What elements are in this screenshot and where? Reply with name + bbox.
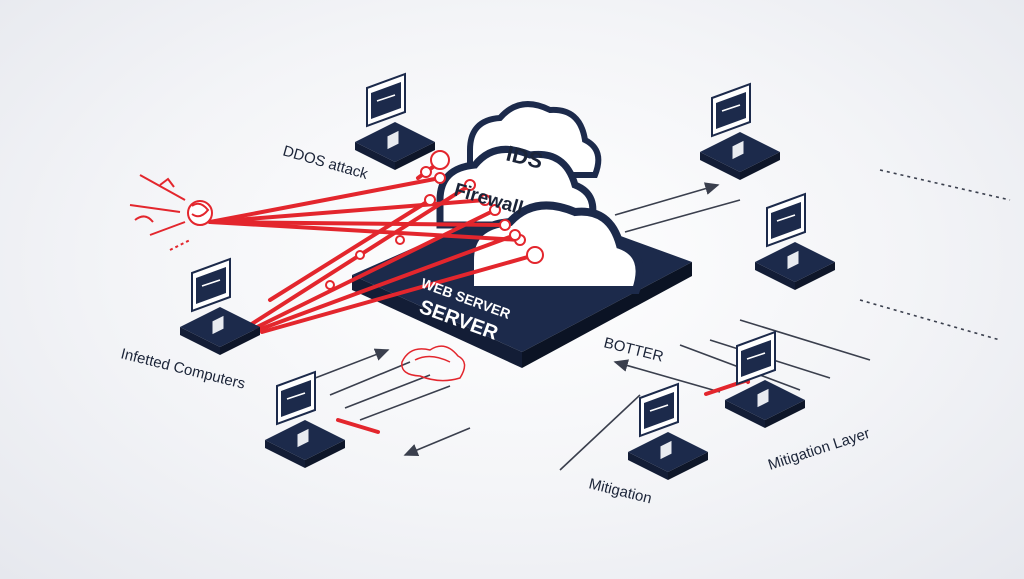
infected-computers-label: Infetted Computers: [119, 345, 247, 392]
desktop-monitor-icon: [627, 383, 709, 481]
traffic-arrows: [309, 169, 1011, 471]
mitigation-label: Mitigation: [587, 475, 653, 507]
desktop-monitor-icon: [354, 73, 436, 171]
bot-swirl-icon: [401, 345, 466, 382]
desktop-monitor-icon: [179, 258, 261, 356]
mitigation-layer-label: Mitigation Layer: [766, 425, 872, 474]
botter-label: BOTTER: [602, 334, 665, 365]
bot-swirl-icon: [129, 174, 213, 251]
desktop-monitor-icon: [754, 193, 836, 291]
desktop-monitor-icon: [724, 331, 806, 429]
desktop-monitor-icon: [264, 371, 346, 469]
desktop-monitor-icon: [699, 83, 781, 181]
attack-lines: [208, 156, 750, 434]
attack-nodes: [325, 150, 544, 290]
